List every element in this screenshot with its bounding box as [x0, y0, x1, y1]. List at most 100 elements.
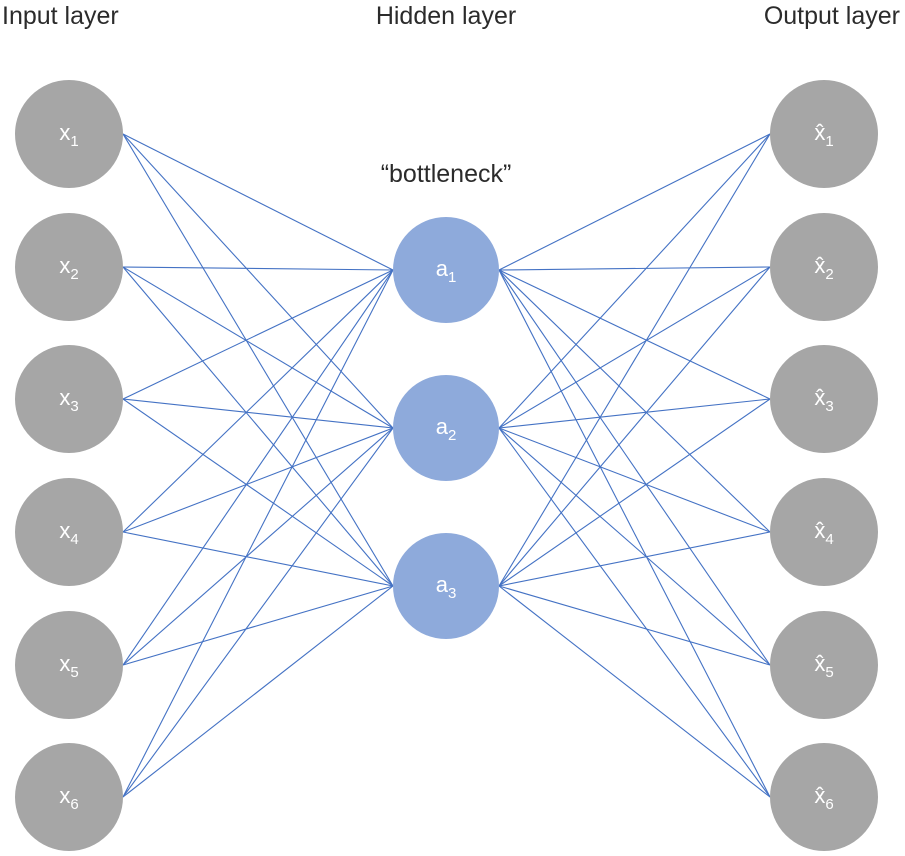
edge-a3-xhat4	[498, 531, 771, 587]
edge-a1-xhat3	[498, 269, 771, 400]
input-node-label-base: x	[59, 253, 70, 278]
output-node-label: x̂1	[814, 120, 833, 150]
edge-x3-a2	[122, 398, 394, 429]
output-node-label-base: x̂	[814, 253, 825, 278]
input-node-label: x3	[59, 385, 78, 415]
input-node-circle	[15, 213, 123, 321]
output-layer-title: Output layer	[764, 2, 900, 30]
input-node-label-subscript: 3	[70, 398, 78, 415]
edge-a3-xhat2	[498, 266, 771, 587]
output-node-circle	[770, 611, 878, 719]
output-node-label: x̂2	[814, 253, 833, 283]
input-node-label-subscript: 5	[70, 664, 78, 681]
output-node-3: x̂3	[770, 345, 878, 453]
output-node-4: x̂4	[770, 478, 878, 586]
input-node-label: x5	[59, 651, 78, 681]
edge-a2-xhat1	[498, 133, 771, 429]
input-node-3: x3	[15, 345, 123, 453]
hidden-node-label-base: a	[436, 256, 449, 281]
input-node-circle	[15, 80, 123, 188]
output-node-label-subscript: 1	[825, 133, 833, 150]
bottleneck-annotation: “bottleneck”	[381, 160, 512, 188]
edge-x5-a3	[122, 585, 394, 666]
input-node-label: x1	[59, 120, 78, 150]
edge-x5-a2	[122, 427, 394, 666]
edge-a2-xhat4	[498, 427, 771, 533]
output-node-label-base: x̂	[814, 651, 825, 676]
input-node-label: x6	[59, 783, 78, 813]
hidden-node-label: a2	[436, 414, 457, 444]
input-node-circle	[15, 743, 123, 851]
hidden-node-label-base: a	[436, 572, 449, 597]
edge-a2-xhat5	[498, 427, 771, 666]
edge-x2-a2	[122, 266, 394, 429]
output-node-label-subscript: 2	[825, 266, 833, 283]
hidden-node-1: a1	[393, 217, 499, 323]
output-node-label-base: x̂	[814, 120, 825, 145]
output-node-2: x̂2	[770, 213, 878, 321]
hidden-node-3: a3	[393, 533, 499, 639]
edge-a3-xhat6	[498, 585, 771, 798]
input-node-6: x6	[15, 743, 123, 851]
edge-x6-a2	[122, 427, 394, 798]
output-node-label-subscript: 5	[825, 664, 833, 681]
output-node-5: x̂5	[770, 611, 878, 719]
hidden-node-label-base: a	[436, 414, 449, 439]
edge-a3-xhat1	[498, 133, 771, 587]
hidden-node-circle	[393, 217, 499, 323]
output-node-circle	[770, 80, 878, 188]
hidden-node-circle	[393, 375, 499, 481]
input-node-label-base: x	[59, 783, 70, 808]
edge-x5-a1	[122, 269, 394, 666]
hidden-node-label-subscript: 3	[448, 585, 456, 602]
input-node-label-base: x	[59, 120, 70, 145]
output-node-label: x̂6	[814, 783, 833, 813]
input-node-label-base: x	[59, 518, 70, 543]
output-node-label-base: x̂	[814, 385, 825, 410]
input-layer-title: Input layer	[2, 2, 119, 30]
edge-a2-xhat2	[498, 266, 771, 429]
output-node-circle	[770, 478, 878, 586]
output-node-6: x̂6	[770, 743, 878, 851]
input-node-circle	[15, 478, 123, 586]
output-node-circle	[770, 345, 878, 453]
hidden-node-label: a1	[436, 256, 457, 286]
edge-x1-a3	[122, 133, 394, 587]
input-node-5: x5	[15, 611, 123, 719]
hidden-layer-title: Hidden layer	[376, 2, 516, 30]
output-node-label-subscript: 4	[825, 531, 833, 548]
input-node-label: x4	[59, 518, 78, 548]
input-node-label-base: x	[59, 385, 70, 410]
input-node-label-base: x	[59, 651, 70, 676]
input-node-4: x4	[15, 478, 123, 586]
edge-a3-xhat5	[498, 585, 771, 666]
edge-a2-xhat3	[498, 398, 771, 429]
edge-x6-a1	[122, 269, 394, 798]
edge-a2-xhat6	[498, 427, 771, 798]
edge-a1-xhat1	[498, 133, 771, 271]
edge-a3-xhat3	[498, 398, 771, 587]
input-node-1: x1	[15, 80, 123, 188]
edge-x4-a1	[122, 269, 394, 533]
edge-x4-a2	[122, 427, 394, 533]
hidden-node-2: a2	[393, 375, 499, 481]
output-node-label: x̂3	[814, 385, 833, 415]
hidden-node-label: a3	[436, 572, 457, 602]
output-node-1: x̂1	[770, 80, 878, 188]
edge-x1-a2	[122, 133, 394, 429]
edge-a1-xhat5	[498, 269, 771, 666]
edge-a1-xhat4	[498, 269, 771, 533]
edge-x4-a3	[122, 531, 394, 587]
input-node-circle	[15, 345, 123, 453]
connections	[122, 133, 771, 798]
edge-x3-a1	[122, 269, 394, 400]
edge-a1-xhat2	[498, 266, 771, 271]
input-node-label-subscript: 6	[70, 796, 78, 813]
output-node-label-subscript: 6	[825, 796, 833, 813]
input-node-label: x2	[59, 253, 78, 283]
output-node-circle	[770, 213, 878, 321]
input-node-label-subscript: 2	[70, 266, 78, 283]
edge-x2-a3	[122, 266, 394, 587]
